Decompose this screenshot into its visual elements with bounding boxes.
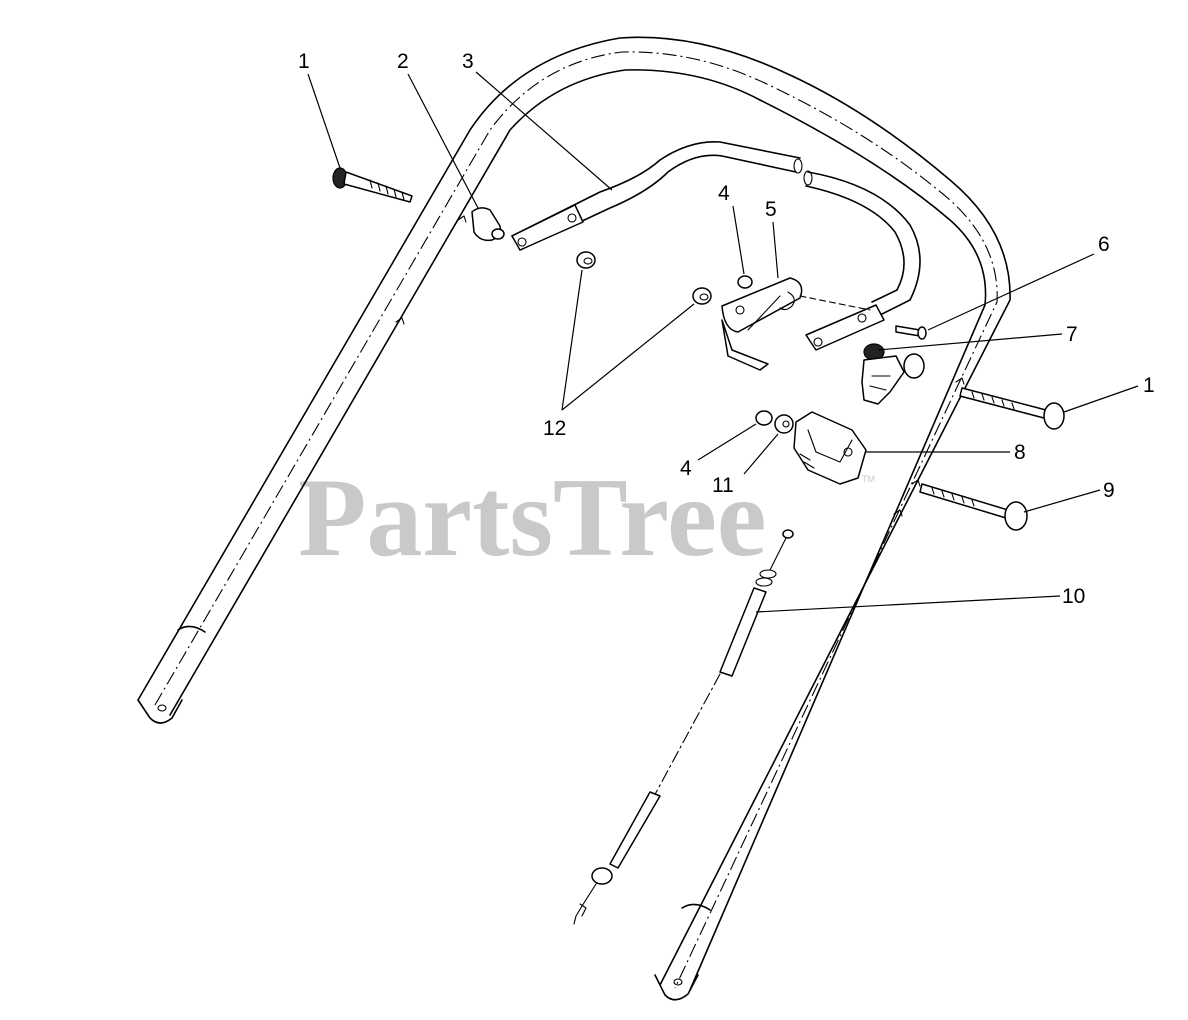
callout-6: 6 — [1098, 233, 1110, 256]
callout-2: 2 — [397, 50, 409, 73]
callout-12: 12 — [543, 417, 566, 440]
knob-7 — [861, 343, 925, 405]
callout-labels: 1 2 3 4 5 6 7 1 12 4 11 8 9 10 — [298, 50, 1155, 608]
callout-4-lower: 4 — [680, 457, 692, 480]
bolt-1-right — [959, 387, 1065, 430]
callout-1-right: 1 — [1143, 374, 1155, 397]
callout-11: 11 — [712, 474, 734, 497]
screw-6 — [895, 325, 927, 340]
watermark-trademark: TM — [862, 474, 875, 484]
callout-5: 5 — [765, 198, 777, 221]
callout-3: 3 — [462, 50, 474, 73]
callout-1-left: 1 — [298, 50, 310, 73]
callout-4-upper: 4 — [718, 182, 730, 205]
watermark-text: PartsTree — [298, 456, 767, 580]
cable-10 — [573, 529, 794, 925]
nuts-12 — [576, 251, 712, 305]
bracket-5 — [721, 277, 871, 371]
callout-10: 10 — [1062, 585, 1085, 608]
nut-4-upper — [737, 275, 753, 289]
callout-7: 7 — [1066, 323, 1078, 346]
watermark: PartsTree TM — [298, 456, 875, 580]
spacer-2 — [471, 207, 505, 242]
handle-tube — [137, 36, 1011, 1001]
bolt-1-left — [332, 167, 413, 203]
leader-lines — [307, 71, 1139, 613]
bail-handle-3 — [511, 141, 921, 351]
nut-4-and-washer-11 — [755, 410, 794, 434]
bolt-9 — [919, 483, 1028, 531]
clamp-8 — [793, 411, 867, 485]
callout-8: 8 — [1014, 441, 1026, 464]
callout-9: 9 — [1103, 479, 1115, 502]
